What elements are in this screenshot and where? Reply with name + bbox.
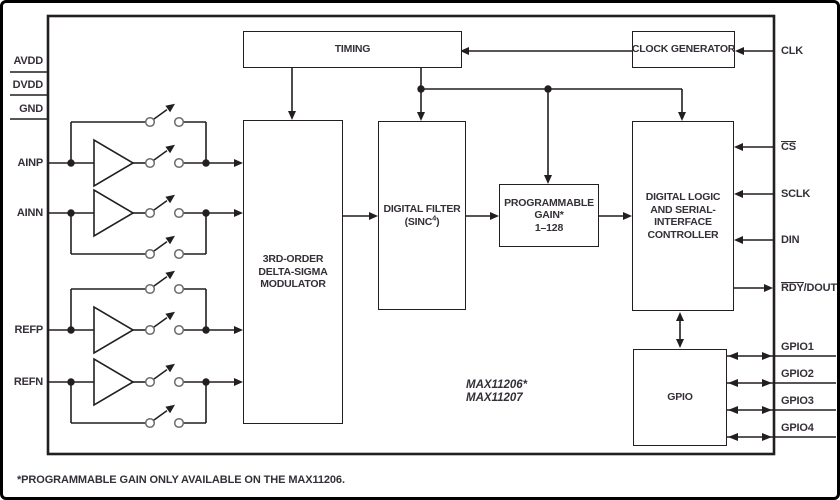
ainp-net: [47, 121, 243, 167]
digital-logic-block: DIGITAL LOGIC AND SERIAL- INTERFACE CONT…: [632, 121, 734, 311]
digital-filter-block: DIGITAL FILTER (SINC4): [378, 121, 466, 310]
rdy-overline-text: RDY: [781, 282, 804, 294]
digital-filter-sinc-exponent: 4: [432, 213, 437, 222]
filter-to-gain-wire: [466, 212, 499, 220]
gpio2-pin-wire: [727, 379, 836, 387]
pin-label-rdy-dout: RDY/DOUT: [781, 282, 837, 294]
modulator-label-line3: MODULATOR: [260, 278, 326, 291]
cs-overline-text: CS: [781, 141, 796, 153]
device-part-numbers: MAX11206* MAX11207: [466, 379, 527, 405]
gain-to-logic-wire: [599, 212, 632, 220]
ainn-buffer-amp: [93, 189, 134, 237]
digital-logic-label-line1: DIGITAL LOGIC: [645, 191, 721, 203]
device-model-2: MAX11207: [466, 392, 523, 404]
footnote: *PROGRAMMABLE GAIN ONLY AVAILABLE ON THE…: [17, 474, 345, 486]
ainn-series-switch: [144, 193, 185, 219]
modulator-label-line2: DELTA-SIGMA: [258, 265, 328, 278]
pin-label-refn: REFN: [13, 376, 43, 388]
dout-text: /DOUT: [803, 282, 837, 294]
ainn-bypass-switch: [144, 234, 185, 260]
chip-outline: [46, 14, 776, 456]
gpio-block: GPIO: [633, 349, 727, 446]
ainp-bypass-switch: [144, 102, 185, 128]
pin-label-gpio4: GPIO4: [781, 422, 814, 434]
refp-series-switch: [144, 310, 185, 336]
digital-filter-label-line2: (SINC4): [404, 213, 440, 229]
pin-label-ainp: AINP: [17, 157, 44, 169]
digital-logic-label-line3: INTERFACE: [654, 216, 712, 228]
digital-logic-label-line4: CONTROLLER: [647, 228, 719, 241]
modulator-label-line1: 3RD-ORDER: [262, 253, 324, 266]
programmable-gain-label-line3: 1–128: [534, 221, 564, 234]
gpio3-pin-wire: [727, 406, 836, 414]
refp-net: [47, 288, 243, 334]
gpio-label: GPIO: [667, 391, 693, 404]
clk-pin-wire: [735, 47, 775, 55]
digital-filter-label-line1: DIGITAL FILTER: [383, 203, 461, 215]
din-pin-wire: [734, 236, 775, 244]
pin-label-avdd: AVDD: [13, 55, 43, 67]
pin-label-gnd: GND: [19, 103, 43, 115]
refn-series-switch: [144, 362, 185, 388]
pin-label-ainn: AINN: [16, 207, 43, 219]
pin-label-dvdd: DVDD: [12, 79, 44, 91]
rdy-dout-pin-wire: [734, 284, 773, 292]
clockgen-to-timing-wire: [460, 47, 632, 55]
pin-label-clk: CLK: [781, 45, 804, 57]
pin-label-din: DIN: [781, 234, 800, 246]
programmable-gain-label-line1: PROGRAMMABLE: [504, 196, 594, 209]
pin-label-gpio3: GPIO3: [781, 395, 814, 407]
digital-filter-sinc-post: ): [436, 215, 440, 228]
timing-block: TIMING: [243, 31, 462, 68]
ainn-net: [47, 209, 243, 255]
delta-sigma-modulator-block: 3RD-ORDER DELTA-SIGMA MODULATOR: [243, 120, 343, 424]
pin-label-gpio1: GPIO1: [781, 341, 814, 353]
timing-to-modulator-wire: [288, 68, 296, 120]
gpio1-pin-wire: [727, 352, 836, 360]
timing-label: TIMING: [334, 43, 371, 56]
clock-generator-block: CLOCK GENERATOR: [632, 31, 735, 68]
pin-label-refp: REFP: [14, 324, 43, 336]
logic-gpio-bus: [676, 312, 684, 348]
cs-pin-wire: [734, 143, 775, 151]
timing-branch-bus: [417, 68, 686, 184]
programmable-gain-label-line2: GAIN*: [534, 209, 564, 222]
device-model-1: MAX11206*: [466, 379, 528, 391]
pin-label-cs: CS: [781, 141, 796, 153]
digital-logic-label-line2: AND SERIAL-: [650, 203, 716, 216]
ainp-series-switch: [144, 143, 185, 169]
gpio4-pin-wire: [727, 433, 836, 441]
refp-bypass-switch: [144, 269, 185, 295]
refn-bypass-switch: [144, 403, 185, 429]
programmable-gain-block: PROGRAMMABLE GAIN* 1–128: [499, 184, 599, 247]
pin-label-gpio2: GPIO2: [781, 368, 814, 380]
sclk-pin-wire: [734, 190, 775, 198]
modulator-to-filter-wire: [343, 212, 378, 220]
digital-filter-sinc-pre: (SINC: [404, 215, 433, 228]
pin-label-sclk: SCLK: [781, 188, 811, 200]
refn-net: [47, 378, 243, 424]
refp-buffer-amp: [93, 306, 134, 354]
ainp-buffer-amp: [93, 139, 134, 187]
clock-generator-label: CLOCK GENERATOR: [631, 43, 736, 56]
refn-buffer-amp: [93, 358, 134, 406]
